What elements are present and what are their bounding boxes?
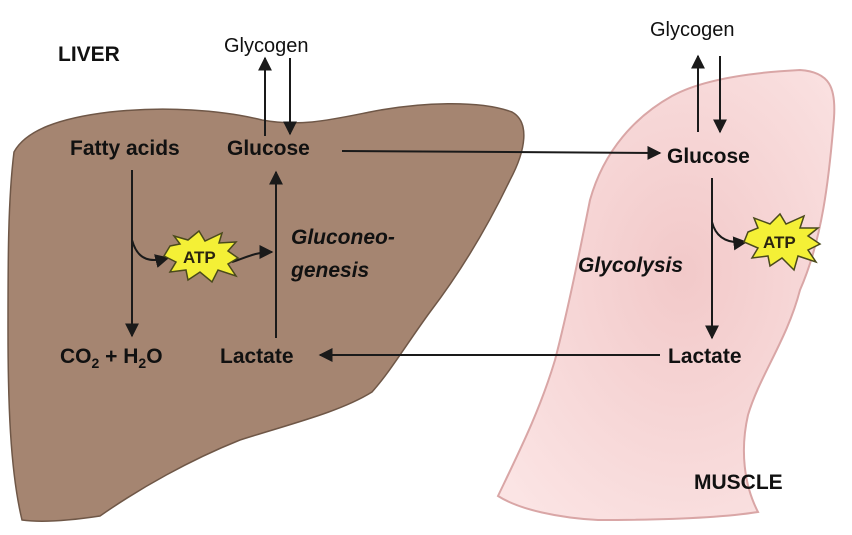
fatty-acids-label: Fatty acids (70, 137, 180, 160)
liver-atp-label: ATP (183, 248, 216, 267)
glycolysis-to-atp-arrow (711, 221, 748, 251)
muscle-lactate-label: Lactate (668, 345, 742, 368)
glycolysis-label: Glycolysis (578, 254, 683, 277)
muscle-atp-burst: ATP (743, 212, 822, 272)
liver-title: LIVER (58, 43, 120, 66)
liver-shape (7, 102, 525, 522)
liver-glycogen-label: Glycogen (224, 35, 309, 57)
liver-lactate-label: Lactate (220, 345, 294, 368)
gluconeogenesis-label-line1: Gluconeo- (291, 226, 395, 249)
atp-to-gluconeogenesis-arrow (231, 245, 274, 263)
muscle-shape (496, 68, 836, 522)
muscle-title: MUSCLE (694, 471, 783, 494)
muscle-glycogen-label: Glycogen (650, 19, 735, 41)
gluconeogenesis-label-line2: genesis (290, 259, 369, 282)
co2-h2o-label: CO2 + H2O (60, 345, 163, 371)
muscle-atp-label: ATP (763, 233, 796, 252)
liver-glucose-to-muscle-glucose-arrow (341, 145, 662, 160)
liver-atp-burst: ATP (162, 229, 240, 284)
fatty-acids-to-atp-arrow (131, 239, 170, 268)
muscle-glucose-label: Glucose (667, 145, 750, 168)
liver-glucose-label: Glucose (227, 137, 310, 160)
